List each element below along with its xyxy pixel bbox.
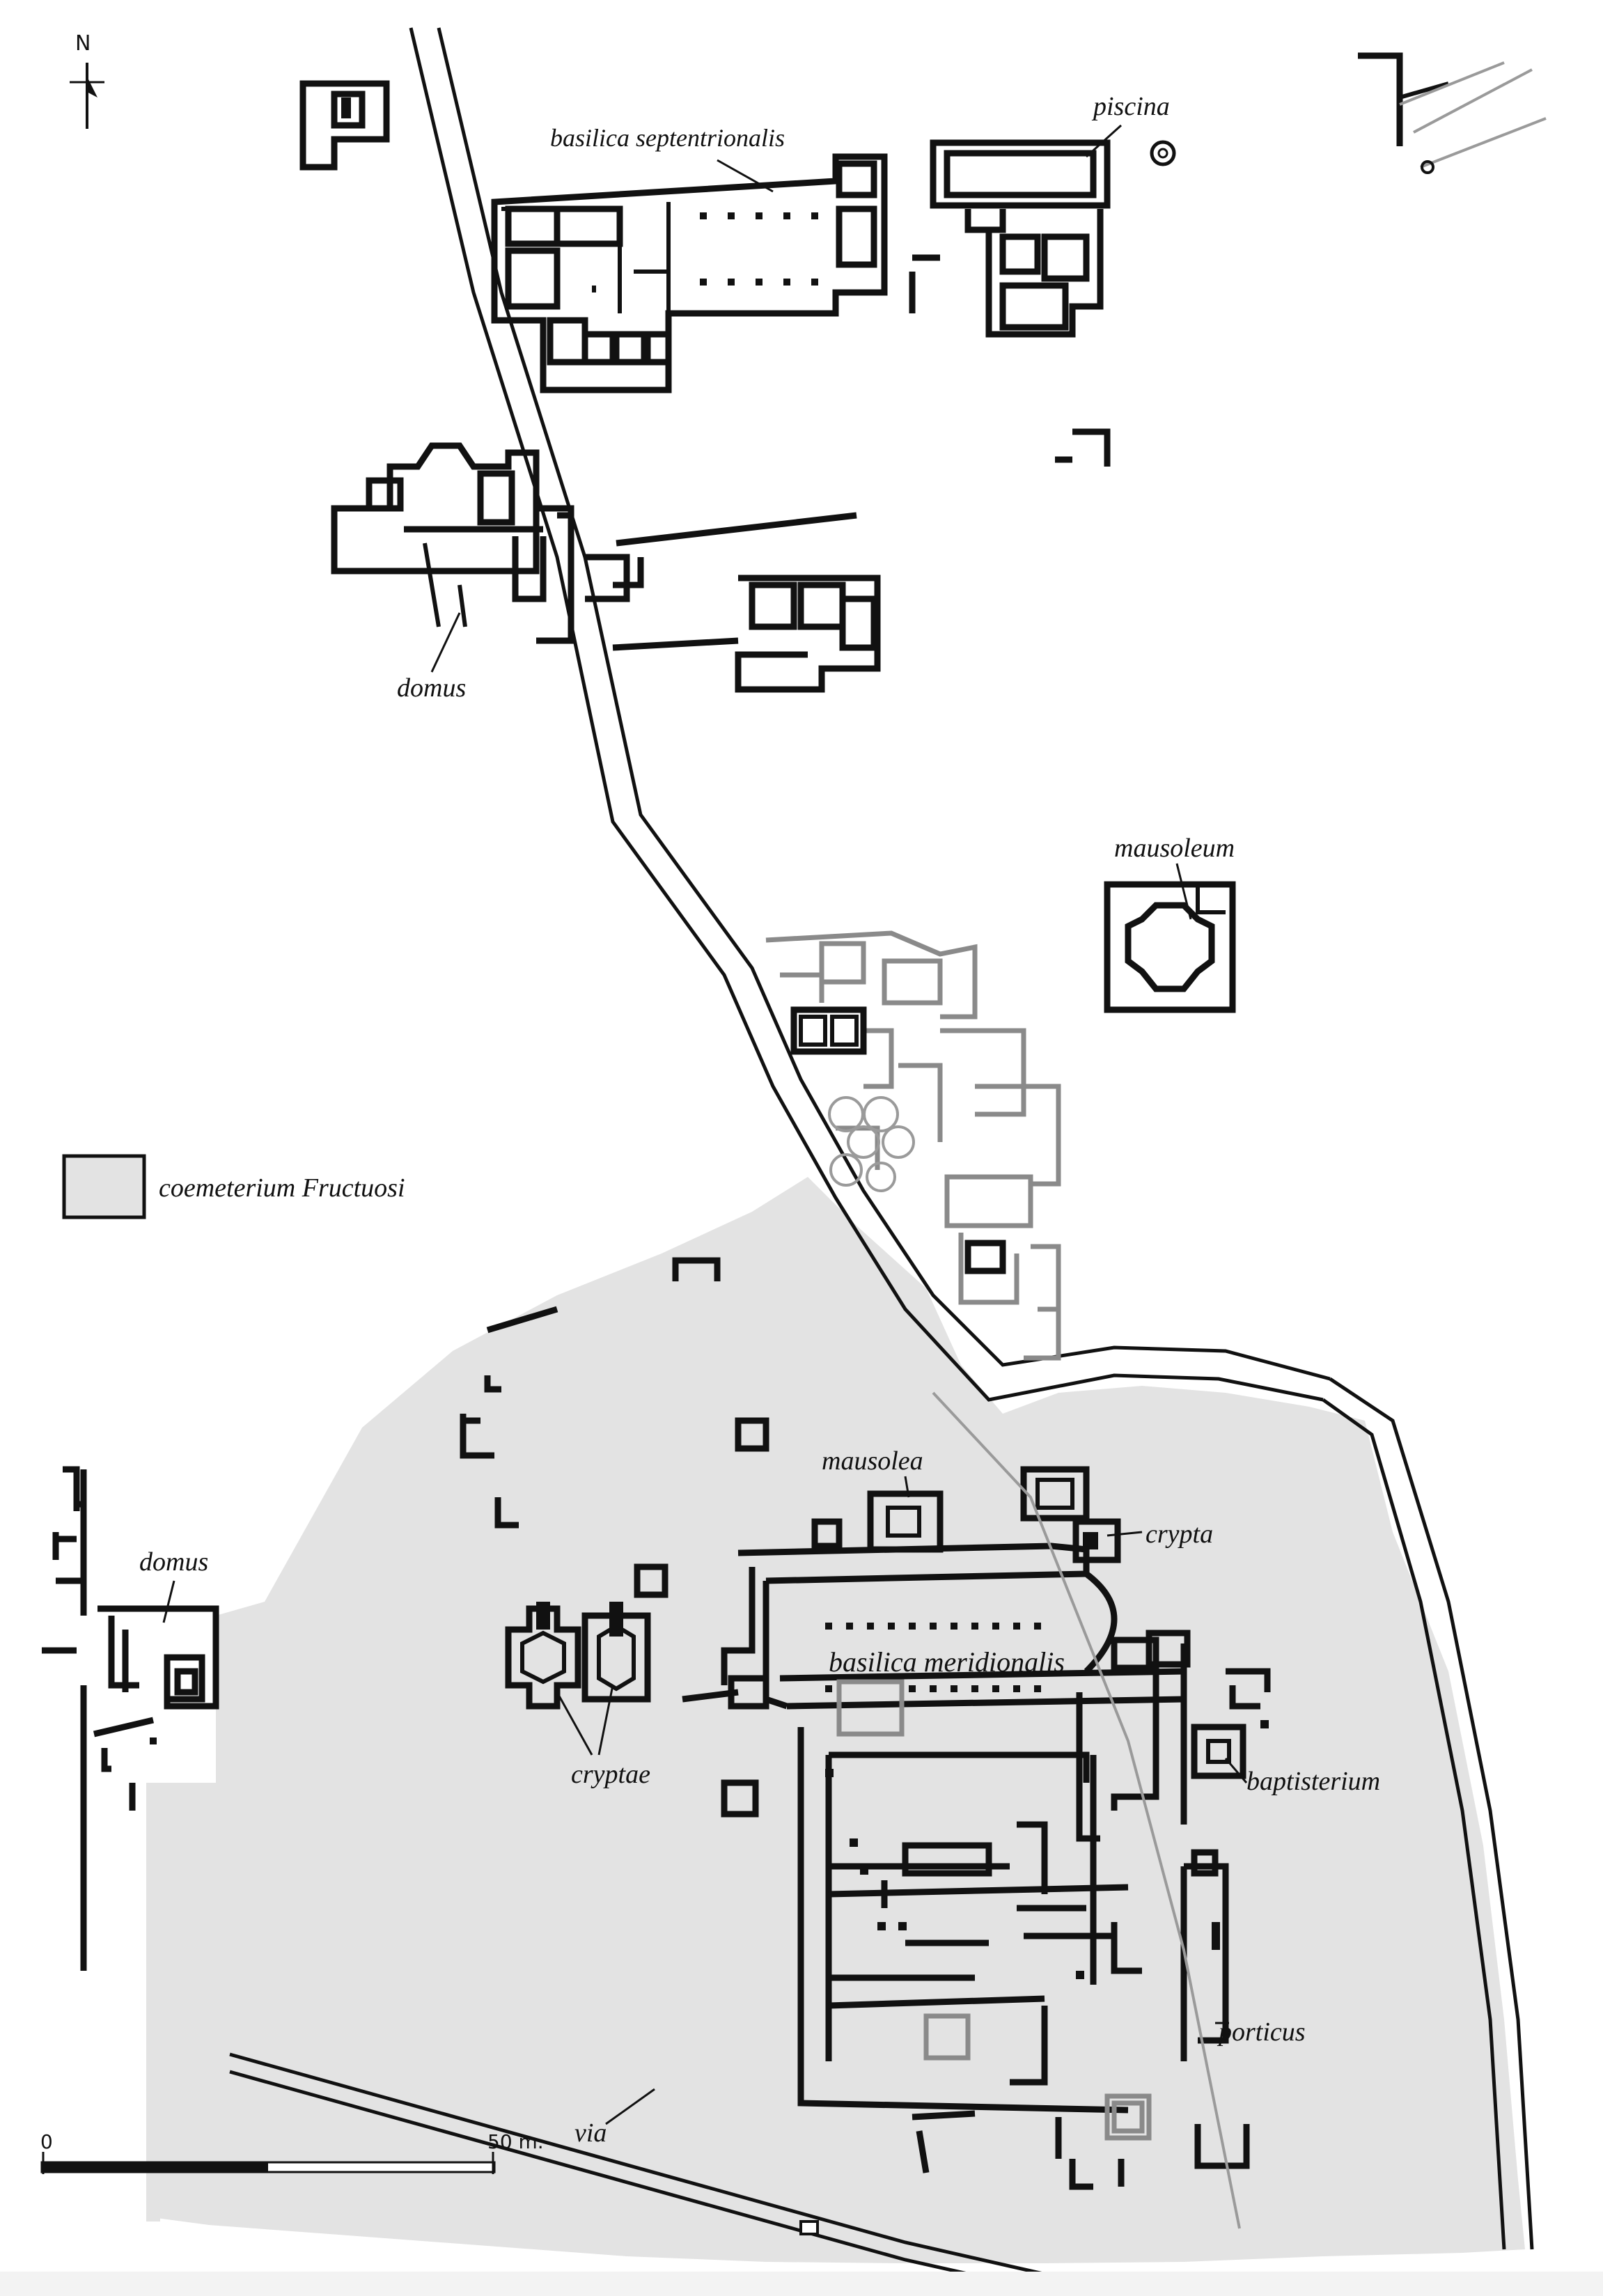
domus-west bbox=[42, 1466, 219, 1971]
basilica-meridionalis-piers bbox=[825, 1623, 1041, 1692]
piscina-complex bbox=[909, 139, 1176, 338]
label-basilica-meridionalis: basilica meridionalis bbox=[829, 1646, 1065, 1678]
legend-label: coemeterium Fructuosi bbox=[159, 1173, 405, 1203]
cemetery-area bbox=[146, 1177, 1525, 2263]
label-mausolea: mausolea bbox=[822, 1446, 923, 1476]
nw-building bbox=[299, 80, 390, 171]
basilica-septentrionalis bbox=[491, 153, 888, 393]
east-rooms-block bbox=[612, 575, 881, 693]
grey-complex-dark-rooms bbox=[790, 1006, 1006, 1274]
leader-basilica-septentrionalis bbox=[717, 159, 774, 193]
label-mausoleum: mausoleum bbox=[1114, 834, 1235, 863]
scale-bar bbox=[40, 2152, 496, 2174]
label-crypta: crypta bbox=[1145, 1520, 1213, 1549]
small-l-wall bbox=[1055, 428, 1111, 467]
label-piscina: piscina bbox=[1091, 92, 1170, 121]
porticus bbox=[1180, 1849, 1250, 2169]
scale-end-label: 50 m. bbox=[487, 2130, 544, 2153]
label-basilica-septentrionalis: basilica septentrionalis bbox=[550, 124, 785, 152]
baptisterium bbox=[1191, 1668, 1271, 1779]
mausoleum bbox=[1104, 881, 1236, 1013]
domus-north bbox=[331, 442, 857, 644]
leader-crypta bbox=[1107, 1531, 1143, 1537]
ne-fragment bbox=[1358, 52, 1547, 174]
scale-start-label: 0 bbox=[40, 2130, 53, 2153]
label-cryptae: cryptae bbox=[571, 1760, 650, 1789]
label-baptisterium: baptisterium bbox=[1246, 1767, 1380, 1796]
leader-mausolea bbox=[904, 1476, 910, 1498]
label-porticus: porticus bbox=[1217, 2017, 1306, 2047]
label-domus-west: domus bbox=[139, 1547, 208, 1577]
leader-domus-west bbox=[162, 1580, 175, 1623]
grey-diagonal-line bbox=[932, 1391, 1241, 2229]
north-label: N bbox=[75, 31, 91, 56]
leader-baptisterium bbox=[1224, 1758, 1248, 1783]
bottom-strip bbox=[0, 2272, 1603, 2296]
basilica-septentrionalis-piers bbox=[592, 212, 818, 292]
cemetery-west-strip bbox=[146, 1783, 160, 2221]
leader-mausoleum bbox=[1175, 863, 1192, 920]
leader-piscina bbox=[1085, 124, 1123, 158]
basilica-meridionalis bbox=[721, 1518, 1184, 1737]
crypta bbox=[1072, 1518, 1121, 1563]
cryptae bbox=[505, 1602, 651, 1710]
leader-via bbox=[605, 2088, 655, 2125]
legend-swatch bbox=[62, 1154, 146, 1219]
north-arrow-icon bbox=[70, 63, 104, 129]
leader-domus-north bbox=[430, 612, 461, 673]
south-buildings bbox=[797, 1630, 1191, 2190]
leader-cryptae bbox=[556, 1685, 614, 1756]
label-via: via bbox=[574, 2118, 607, 2148]
grey-complex bbox=[765, 930, 1061, 1361]
label-domus-north: domus bbox=[397, 673, 466, 703]
